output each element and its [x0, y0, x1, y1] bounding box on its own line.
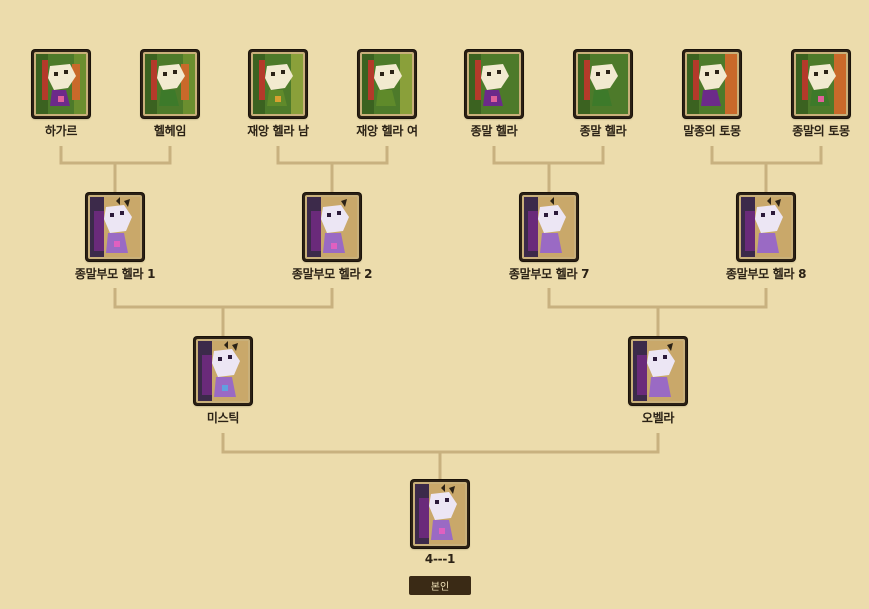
node-tomong-1[interactable]: 말종의 토몽	[657, 50, 767, 139]
creature-card[interactable]	[32, 50, 90, 118]
node-name: 말종의 토몽	[683, 124, 741, 138]
creature-card[interactable]	[520, 193, 578, 261]
node-doom-parent-hela-7[interactable]: 종말부모 헬라 7	[494, 193, 604, 282]
purple-dragon-portrait-icon	[198, 341, 248, 401]
self-badge: 본인	[409, 576, 471, 595]
creature-card[interactable]	[737, 193, 795, 261]
node-doom-parent-hela-8[interactable]: 종말부모 헬라 8	[711, 193, 821, 282]
creature-card[interactable]	[411, 480, 469, 548]
creature-card[interactable]	[792, 50, 850, 118]
node-name: 종말부모 헬라 8	[725, 267, 807, 281]
creature-card[interactable]	[249, 50, 307, 118]
node-tomong-2[interactable]: 종말의 토몽	[766, 50, 869, 139]
green-dragon-portrait-icon	[687, 54, 737, 114]
node-mystic[interactable]: 미스틱	[168, 337, 278, 426]
node-name: 종말부모 헬라 1	[74, 267, 156, 281]
creature-card[interactable]	[358, 50, 416, 118]
node-name: 오벨라	[641, 411, 675, 425]
node-name: 헬헤임	[153, 124, 187, 138]
green-dragon-portrait-icon	[145, 54, 195, 114]
creature-card[interactable]	[465, 50, 523, 118]
green-dragon-portrait-icon	[796, 54, 846, 114]
node-calamity-hela-male[interactable]: 재앙 헬라 남	[223, 50, 333, 139]
purple-dragon-portrait-icon	[307, 197, 357, 257]
creature-card[interactable]	[86, 193, 144, 261]
green-dragon-portrait-icon	[362, 54, 412, 114]
node-obella[interactable]: 오벨라	[603, 337, 713, 426]
purple-dragon-portrait-icon	[524, 197, 574, 257]
node-name: 4---1	[424, 552, 456, 566]
creature-card[interactable]	[303, 193, 361, 261]
green-dragon-portrait-icon	[469, 54, 519, 114]
purple-dragon-portrait-icon	[90, 197, 140, 257]
node-hagar[interactable]: 하가르	[6, 50, 116, 139]
node-name: 종말 헬라	[579, 124, 627, 138]
creature-card[interactable]	[141, 50, 199, 118]
node-doom-hela-1[interactable]: 종말 헬라	[439, 50, 549, 139]
node-doom-hela-2[interactable]: 종말 헬라	[548, 50, 658, 139]
creature-card[interactable]	[194, 337, 252, 405]
creature-card[interactable]	[683, 50, 741, 118]
green-dragon-portrait-icon	[578, 54, 628, 114]
node-name: 종말 헬라	[470, 124, 518, 138]
purple-dragon-portrait-icon	[741, 197, 791, 257]
node-name: 종말부모 헬라 2	[291, 267, 373, 281]
node-name: 종말의 토몽	[792, 124, 850, 138]
node-calamity-hela-female[interactable]: 재앙 헬라 여	[332, 50, 442, 139]
node-name: 하가르	[44, 124, 78, 138]
node-name: 미스틱	[206, 411, 240, 425]
node-name: 종말부모 헬라 7	[508, 267, 590, 281]
purple-dragon-portrait-icon	[633, 341, 683, 401]
node-name: 재앙 헬라 여	[356, 124, 418, 138]
node-doom-parent-hela-1[interactable]: 종말부모 헬라 1	[60, 193, 170, 282]
node-doom-parent-hela-2[interactable]: 종말부모 헬라 2	[277, 193, 387, 282]
green-dragon-portrait-icon	[36, 54, 86, 114]
creature-card[interactable]	[574, 50, 632, 118]
node-helheim[interactable]: 헬헤임	[115, 50, 225, 139]
purple-dragon-portrait-icon	[415, 484, 465, 544]
green-dragon-portrait-icon	[253, 54, 303, 114]
node-name: 재앙 헬라 남	[247, 124, 309, 138]
creature-card[interactable]	[629, 337, 687, 405]
node-self[interactable]: 4---1 본인	[385, 480, 495, 595]
